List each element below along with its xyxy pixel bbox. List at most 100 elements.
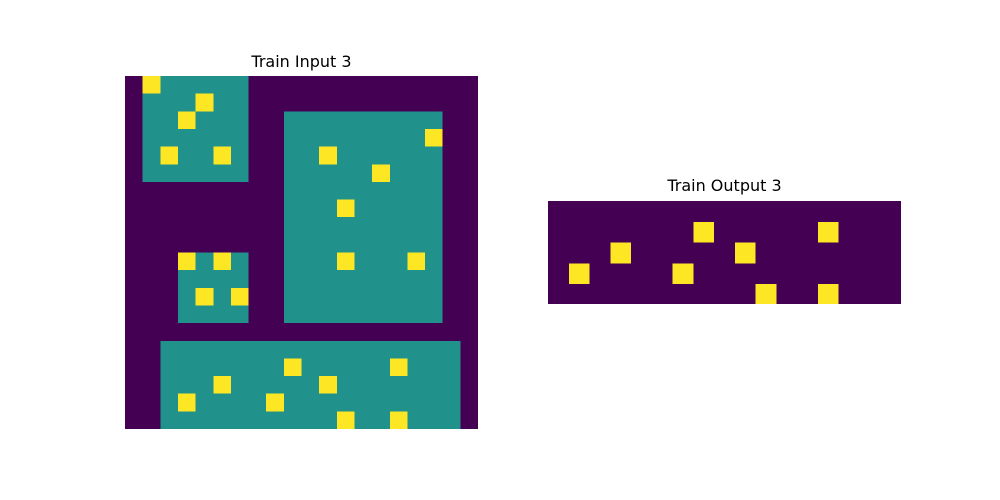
- grid-cell: [336, 181, 356, 201]
- grid-cell: [248, 234, 267, 254]
- grid-cell: [230, 93, 250, 112]
- grid-cell: [442, 217, 461, 236]
- grid-cell: [880, 221, 901, 244]
- grid-cell: [160, 270, 179, 289]
- grid-cell: [460, 287, 478, 307]
- grid-cell: [880, 201, 901, 223]
- grid-cell: [125, 323, 144, 342]
- grid-cell: [389, 217, 408, 236]
- grid-cell: [651, 221, 674, 244]
- grid-cell: [319, 217, 338, 236]
- grid-cell: [407, 93, 426, 112]
- grid-cell: [266, 128, 285, 148]
- grid-cell: [859, 221, 881, 244]
- grid-cell: [817, 221, 840, 244]
- grid-cell: [797, 284, 819, 304]
- grid-cell: [389, 340, 408, 359]
- grid-cell: [248, 358, 267, 377]
- grid-cell: [389, 181, 408, 201]
- grid-cell: [389, 393, 408, 412]
- grid-cell: [213, 181, 232, 201]
- grid-cell: [177, 128, 197, 148]
- grid-cell: [319, 270, 338, 289]
- grid-cell: [319, 146, 338, 165]
- grid-cell: [442, 323, 461, 342]
- grid-cell: [177, 146, 197, 165]
- grid-cell: [177, 270, 197, 289]
- grid-cell: [195, 323, 214, 342]
- grid-cell: [354, 340, 373, 359]
- grid-cell: [195, 164, 214, 183]
- grid-cell: [195, 199, 214, 218]
- grid-cell: [776, 201, 798, 223]
- grid-cell: [230, 146, 250, 165]
- grid-cell: [460, 76, 478, 95]
- grid-cell: [142, 252, 161, 271]
- grid-cell: [319, 93, 338, 112]
- grid-cell: [213, 252, 232, 271]
- grid-cell: [160, 287, 179, 307]
- grid-cell: [195, 146, 214, 165]
- grid-cell: [142, 181, 161, 201]
- grid-cell: [354, 270, 373, 289]
- grid-cell: [125, 146, 144, 165]
- grid-cell: [734, 263, 757, 285]
- grid-cell: [248, 393, 267, 412]
- grid-cell: [319, 340, 338, 359]
- grid-cell: [354, 146, 373, 165]
- grid-cell: [651, 263, 674, 285]
- grid-cell: [125, 93, 144, 112]
- grid-cell: [301, 323, 320, 342]
- grid-cell: [336, 164, 356, 183]
- grid-cell: [389, 76, 408, 95]
- grid-cell: [301, 234, 320, 254]
- grid-cell: [266, 305, 285, 324]
- grid-cell: [319, 164, 338, 183]
- grid-cell: [283, 234, 303, 254]
- grid-cell: [568, 242, 591, 264]
- grid-cell: [160, 76, 179, 95]
- grid-cell: [177, 199, 197, 218]
- grid-cell: [266, 287, 285, 307]
- grid-cell: [610, 201, 632, 223]
- grid-cell: [301, 128, 320, 148]
- grid-cell: [354, 411, 373, 429]
- grid-cell: [177, 393, 197, 412]
- grid-cell: [460, 252, 478, 271]
- grid-cell: [177, 76, 197, 95]
- input-grid: [125, 76, 478, 429]
- grid-cell: [160, 128, 179, 148]
- output-grid: [548, 201, 901, 304]
- grid-cell: [372, 128, 391, 148]
- grid-cell: [319, 323, 338, 342]
- grid-cell: [230, 76, 250, 95]
- grid-cell: [460, 305, 478, 324]
- grid-cell: [195, 128, 214, 148]
- grid-cell: [125, 199, 144, 218]
- grid-cell: [407, 164, 426, 183]
- grid-cell: [248, 411, 267, 429]
- grid-cell: [442, 340, 461, 359]
- grid-cell: [442, 234, 461, 254]
- grid-cell: [230, 393, 250, 412]
- grid-cell: [425, 305, 444, 324]
- grid-cell: [230, 164, 250, 183]
- grid-cell: [734, 242, 757, 264]
- grid-cell: [125, 164, 144, 183]
- grid-cell: [195, 358, 214, 377]
- grid-cell: [213, 164, 232, 183]
- grid-cell: [672, 221, 694, 244]
- grid-cell: [714, 284, 736, 304]
- grid-cell: [142, 93, 161, 112]
- grid-cell: [142, 340, 161, 359]
- grid-cell: [672, 242, 694, 264]
- grid-cell: [372, 305, 391, 324]
- grid-cell: [142, 323, 161, 342]
- grid-cell: [610, 284, 632, 304]
- grid-cell: [372, 376, 391, 395]
- grid-cell: [266, 111, 285, 130]
- grid-cell: [283, 199, 303, 218]
- grid-cell: [389, 111, 408, 130]
- grid-cell: [407, 323, 426, 342]
- grid-cell: [442, 128, 461, 148]
